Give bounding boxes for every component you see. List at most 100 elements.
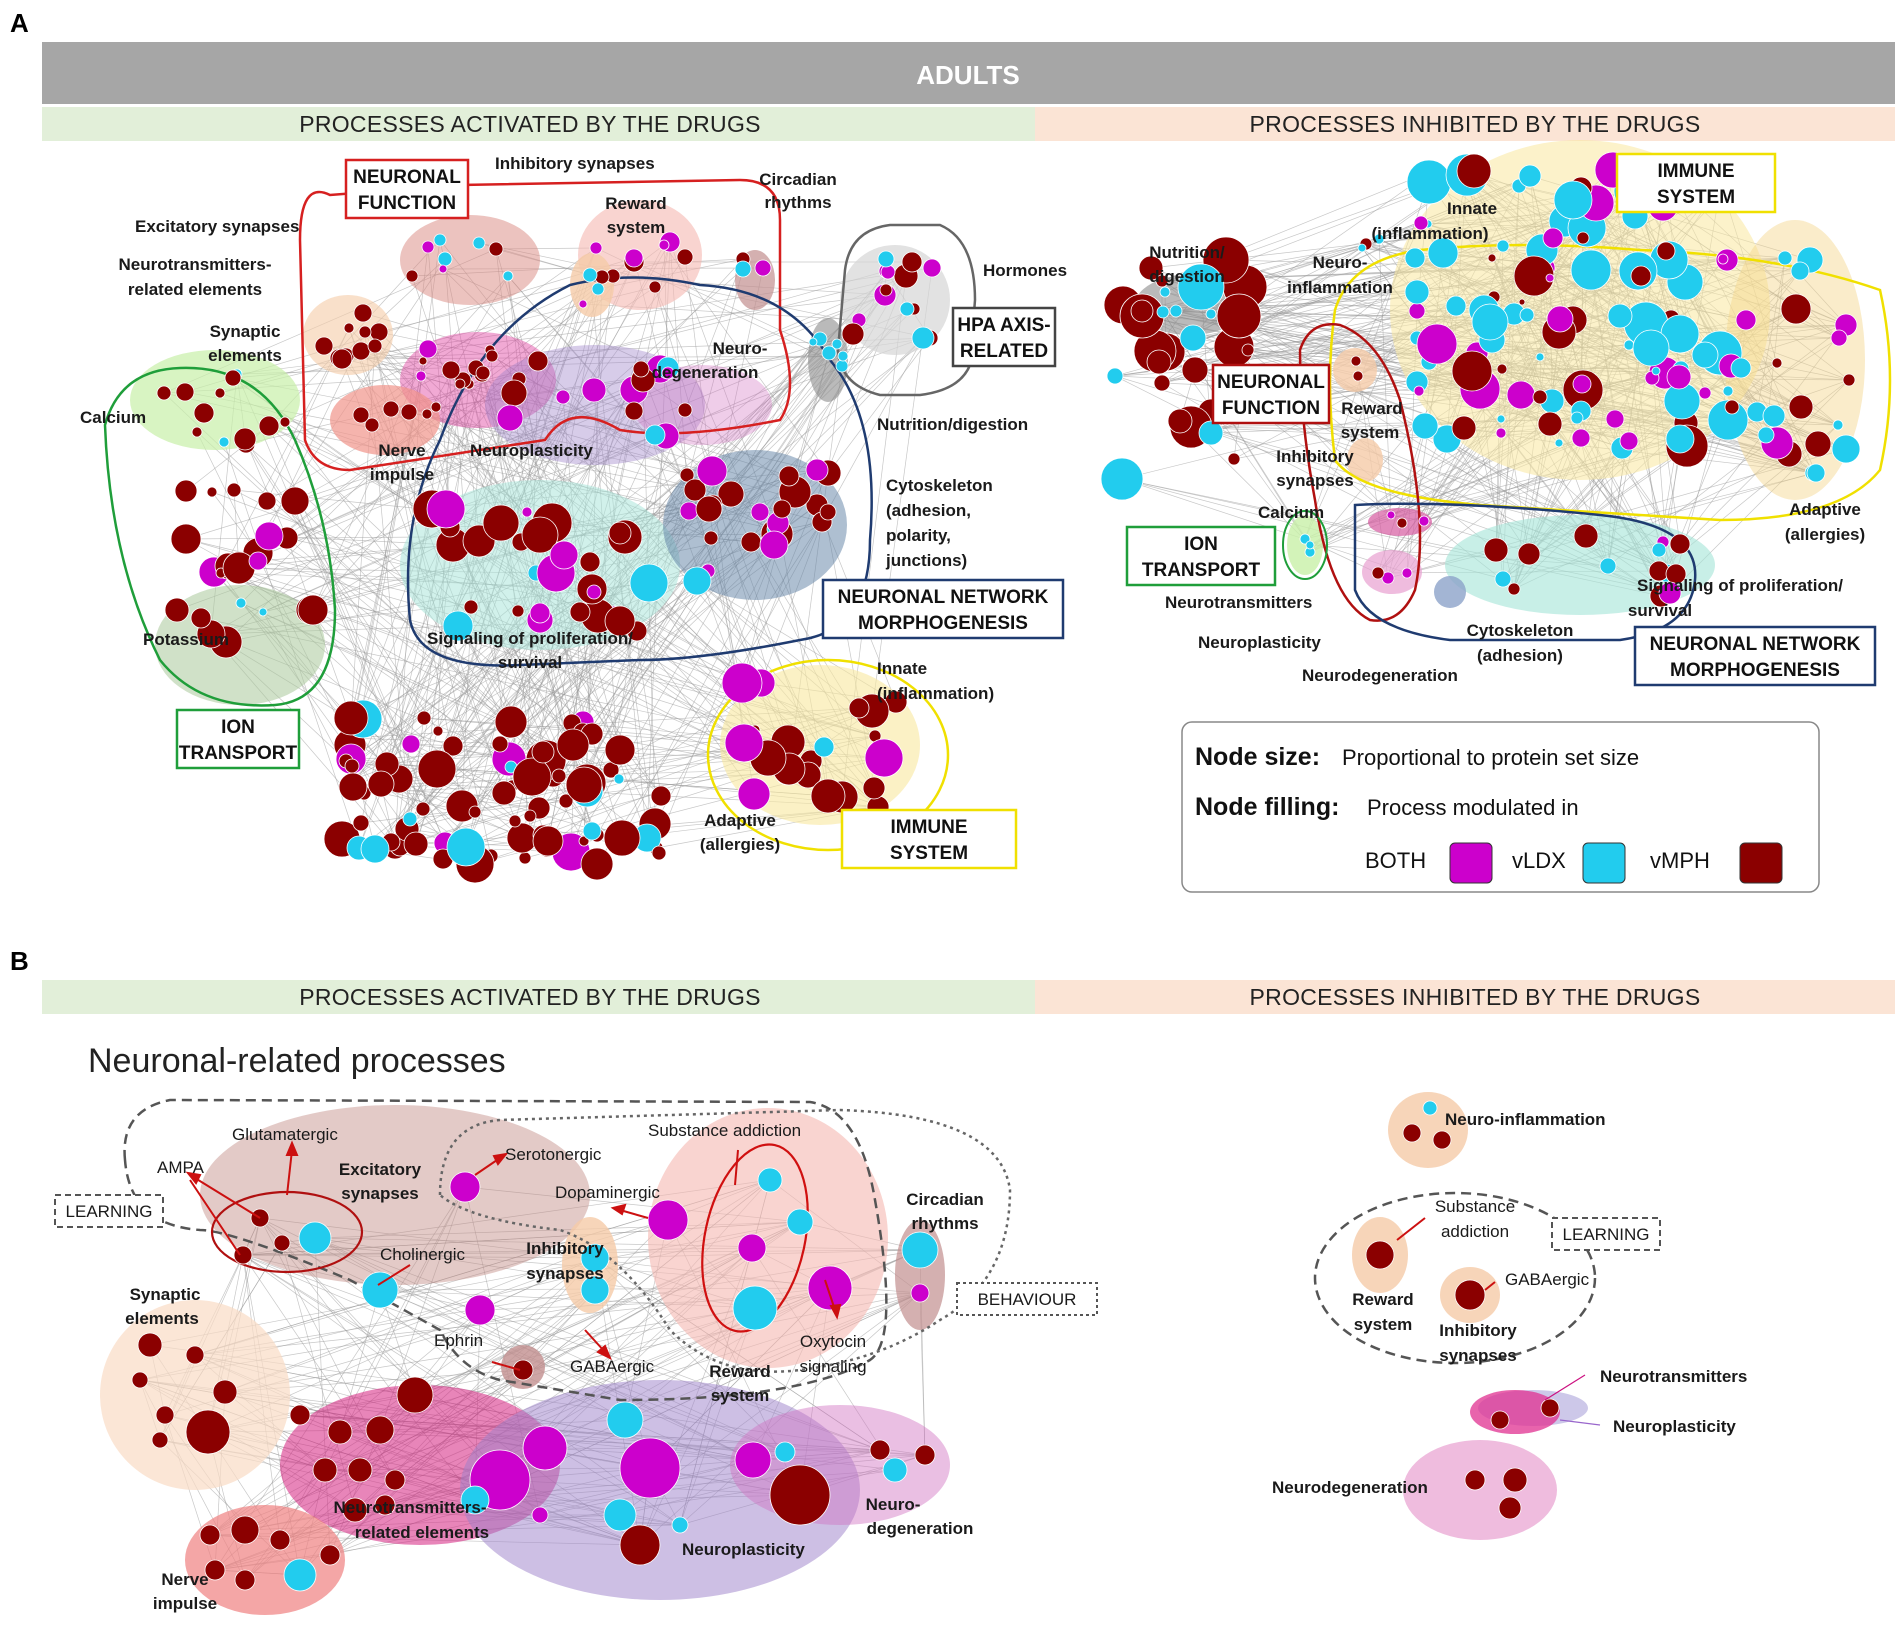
inhibited-header-bar-b bbox=[1035, 980, 1895, 1014]
act-node bbox=[624, 401, 644, 421]
inh-node bbox=[1483, 537, 1509, 563]
inh-node bbox=[1762, 404, 1786, 428]
act-node bbox=[494, 705, 528, 739]
inh-node bbox=[1181, 356, 1209, 384]
inh-node bbox=[1698, 386, 1712, 400]
act-node bbox=[174, 479, 198, 503]
act-node bbox=[683, 478, 707, 502]
b-node bbox=[185, 1409, 231, 1455]
act-node bbox=[624, 248, 644, 268]
b-node bbox=[312, 1457, 338, 1483]
act-edge bbox=[546, 682, 762, 848]
box-ion-transport bbox=[175, 708, 301, 770]
inh-label-calcium: Calcium bbox=[1258, 503, 1324, 522]
inh-node bbox=[1572, 374, 1592, 394]
inh-edge bbox=[1727, 390, 1839, 426]
b-node bbox=[374, 1494, 396, 1516]
inhibited-labels: Nutrition/digestion Neuro-inflammation I… bbox=[1149, 199, 1865, 685]
arrowhead-dopaminergic bbox=[610, 1203, 627, 1216]
b-node bbox=[769, 1464, 831, 1526]
b-label-neuroplasticity: Neuroplasticity bbox=[682, 1540, 805, 1559]
act-node bbox=[382, 400, 400, 418]
act-node bbox=[418, 356, 428, 366]
act-node bbox=[491, 780, 517, 806]
b-node bbox=[233, 1245, 253, 1265]
inh-edge bbox=[1378, 238, 1392, 516]
inh-node bbox=[1546, 305, 1574, 333]
inh-node bbox=[1573, 523, 1599, 549]
inh-node bbox=[1381, 571, 1395, 585]
cluster-excitatory bbox=[400, 215, 540, 305]
inh-node bbox=[1153, 374, 1171, 392]
act-edge bbox=[374, 619, 541, 850]
act-node bbox=[352, 814, 370, 832]
inh-node bbox=[1155, 274, 1169, 288]
b-label-serotonergic: Serotonergic bbox=[505, 1145, 602, 1164]
b-node bbox=[619, 1524, 661, 1566]
inh-node bbox=[1456, 153, 1492, 189]
act-node bbox=[500, 379, 528, 407]
act-node bbox=[432, 725, 444, 737]
act-node bbox=[463, 599, 479, 615]
act-node bbox=[632, 360, 650, 378]
act-node bbox=[558, 793, 574, 809]
inh-node bbox=[1198, 420, 1224, 446]
act-node bbox=[338, 772, 368, 802]
act-node bbox=[841, 322, 865, 346]
inh-node bbox=[1216, 293, 1262, 339]
neuronal-network-outline bbox=[406, 276, 873, 667]
bi-node bbox=[1498, 1496, 1522, 1520]
act-node bbox=[696, 455, 728, 487]
inh-box-immune bbox=[1615, 152, 1777, 214]
box-neuronal-network bbox=[821, 578, 1065, 640]
inh-label-nutrition: Nutrition/digestion bbox=[1149, 243, 1225, 286]
adults-banner-text: ADULTS bbox=[916, 60, 1020, 90]
inh-node bbox=[1427, 237, 1459, 269]
b-node bbox=[774, 1441, 796, 1463]
activated-header-a: PROCESSES ACTIVATED BY THE DRUGS bbox=[299, 111, 761, 137]
inh-node bbox=[1227, 452, 1241, 466]
b-label-substance: Substance addiction bbox=[648, 1121, 801, 1140]
b-node bbox=[384, 1469, 406, 1491]
inh-node bbox=[1607, 303, 1633, 329]
act-node bbox=[658, 239, 670, 251]
act-node bbox=[821, 345, 837, 361]
bi-label-neurodegeneration: Neurodegeneration bbox=[1272, 1478, 1428, 1497]
label-adaptive: Adaptive(allergies) bbox=[700, 811, 780, 854]
act-node bbox=[258, 607, 268, 617]
legend-vmph-swatch bbox=[1739, 842, 1783, 884]
act-node bbox=[491, 735, 509, 753]
b-node bbox=[269, 1529, 291, 1551]
act-node bbox=[442, 610, 474, 642]
act-node bbox=[496, 404, 524, 432]
legend-box bbox=[1181, 721, 1820, 893]
behaviour-box bbox=[956, 1282, 1098, 1316]
act-node bbox=[512, 757, 552, 797]
act-node bbox=[721, 662, 763, 704]
b-node bbox=[807, 1265, 853, 1311]
act-node bbox=[613, 773, 625, 785]
act-node bbox=[257, 491, 277, 511]
bi-node bbox=[1402, 1123, 1422, 1143]
inh-edge bbox=[1658, 324, 1847, 572]
inh-node bbox=[1545, 273, 1555, 283]
inh-edge bbox=[1190, 426, 1311, 546]
bi-node bbox=[1422, 1100, 1438, 1116]
act-node bbox=[369, 322, 389, 342]
inh-node bbox=[1656, 241, 1676, 261]
act-node bbox=[430, 401, 442, 413]
bi-label-neuroinflammation: Neuro-inflammation bbox=[1445, 1110, 1606, 1129]
b-node bbox=[230, 1515, 260, 1545]
inh-node bbox=[1790, 261, 1810, 281]
act-edge bbox=[542, 355, 844, 836]
act-node bbox=[551, 768, 567, 784]
b-node bbox=[185, 1345, 205, 1365]
act-node bbox=[759, 530, 789, 560]
arrowhead-oxytocin bbox=[829, 1303, 842, 1320]
b-node bbox=[212, 1379, 238, 1405]
